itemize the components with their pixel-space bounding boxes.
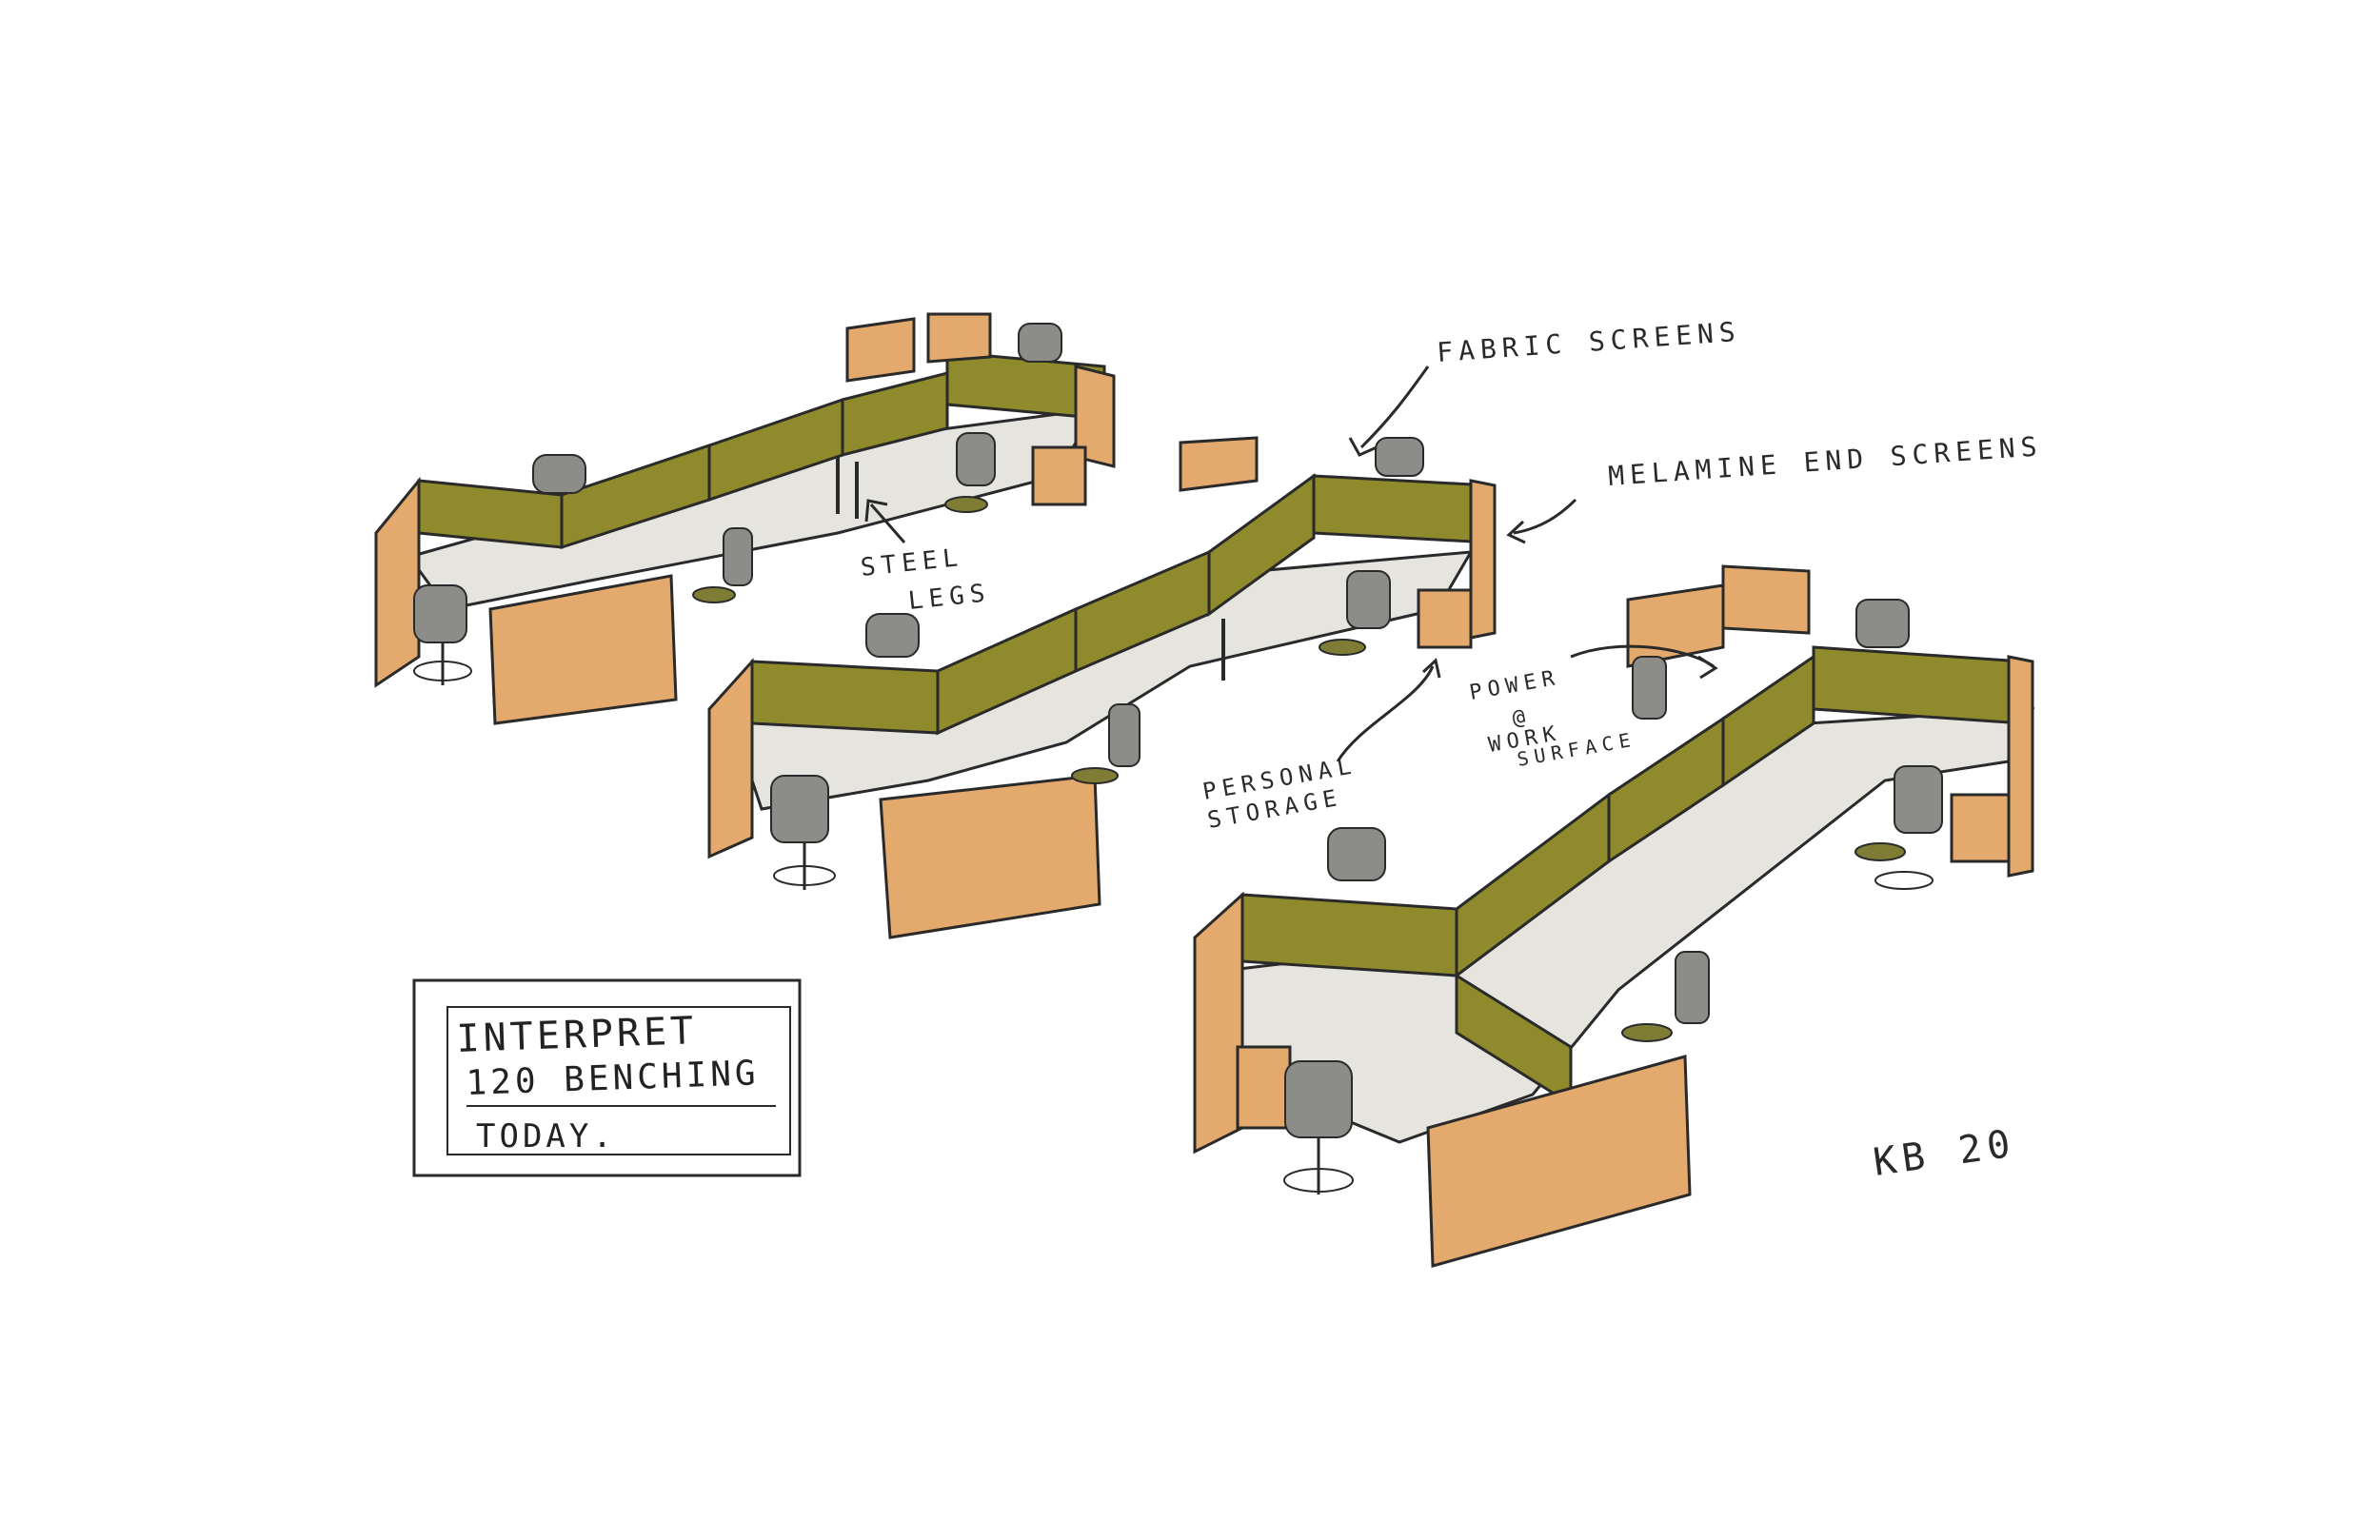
fabric-screen: [1721, 654, 1815, 788]
workstation-cluster-1: [374, 312, 1116, 725]
workstation-cluster-2: [707, 436, 1497, 939]
melamine-end-screen: [1721, 564, 1811, 635]
personal-storage-pedestal: [1236, 1045, 1292, 1130]
leader-personal-storage: [1336, 665, 1435, 762]
artist-signature: KB 20: [1871, 1121, 2018, 1184]
arrow-head: [864, 499, 888, 523]
melamine-end-screen: [926, 312, 992, 364]
task-chair: [1319, 570, 1391, 656]
task-chair: [1071, 703, 1140, 784]
task-chair: [1632, 656, 1667, 720]
task-chair: [1855, 599, 1910, 648]
melamine-end-screen: [1074, 365, 1116, 468]
personal-storage-pedestal: [1950, 793, 2011, 863]
melamine-end-screen: [1426, 1055, 1692, 1268]
fabric-screen: [841, 371, 949, 457]
task-chair: [1854, 765, 1943, 890]
task-chair: [532, 454, 586, 494]
workstation-cluster-3: [1193, 564, 2035, 1268]
label-melamine-end-screens: MELAMINE END SCREENS: [1607, 430, 2043, 492]
title-box-inner-frame: [446, 1006, 791, 1155]
melamine-end-screen: [488, 574, 678, 725]
leader-melamine-end-screens: [1513, 498, 1577, 535]
label-steel-legs-line1: STEEL: [860, 543, 965, 582]
leader-steel-legs: [869, 503, 906, 543]
fabric-screen: [1312, 474, 1492, 544]
arrow-head: [1421, 658, 1441, 679]
task-chair: [1283, 1060, 1354, 1194]
task-chair: [865, 613, 920, 658]
fabric-screen: [1240, 893, 1458, 977]
melamine-end-screen: [374, 476, 421, 688]
task-chair: [1375, 437, 1424, 477]
melamine-end-screen: [845, 317, 916, 383]
personal-storage-pedestal: [1417, 588, 1473, 649]
personal-storage-pedestal: [1031, 445, 1087, 506]
task-chair: [770, 775, 836, 890]
task-chair: [944, 432, 996, 513]
melamine-end-screen: [1626, 583, 1725, 668]
label-steel-legs-line2: LEGS: [907, 579, 992, 616]
melamine-end-screen: [1179, 436, 1259, 492]
label-power-line1: POWER: [1468, 666, 1562, 705]
melamine-end-screen: [707, 658, 754, 859]
title-line-1: INTERPRET: [456, 1009, 698, 1061]
title-line-3: TODAY.: [476, 1117, 616, 1155]
fabric-screen: [1207, 473, 1316, 617]
fabric-screen: [750, 660, 940, 735]
annotation-leaders: [864, 365, 1718, 762]
leader-fabric-screens: [1359, 365, 1430, 449]
task-chair: [1327, 827, 1386, 881]
title-box: INTERPRET 120 BENCHING TODAY.: [412, 978, 802, 1177]
title-line-2: 120 BENCHING: [466, 1054, 760, 1103]
arrow-head: [1506, 520, 1526, 544]
melamine-end-screen: [879, 774, 1101, 939]
task-chair: [692, 527, 753, 603]
arrow-head: [1697, 655, 1718, 680]
task-chair: [413, 584, 472, 685]
title-box-outer-frame: [412, 978, 802, 1177]
melamine-end-screen: [2007, 655, 2034, 878]
task-chair: [1621, 951, 1710, 1042]
label-power-line2: @: [1511, 704, 1533, 731]
label-fabric-screens: FABRIC SCREENS: [1436, 316, 1742, 368]
task-chair: [1018, 323, 1062, 363]
melamine-end-screen: [1469, 479, 1497, 640]
arrow-head: [1348, 437, 1378, 457]
fabric-screen: [1812, 645, 2025, 725]
melamine-end-screen: [1193, 891, 1244, 1155]
